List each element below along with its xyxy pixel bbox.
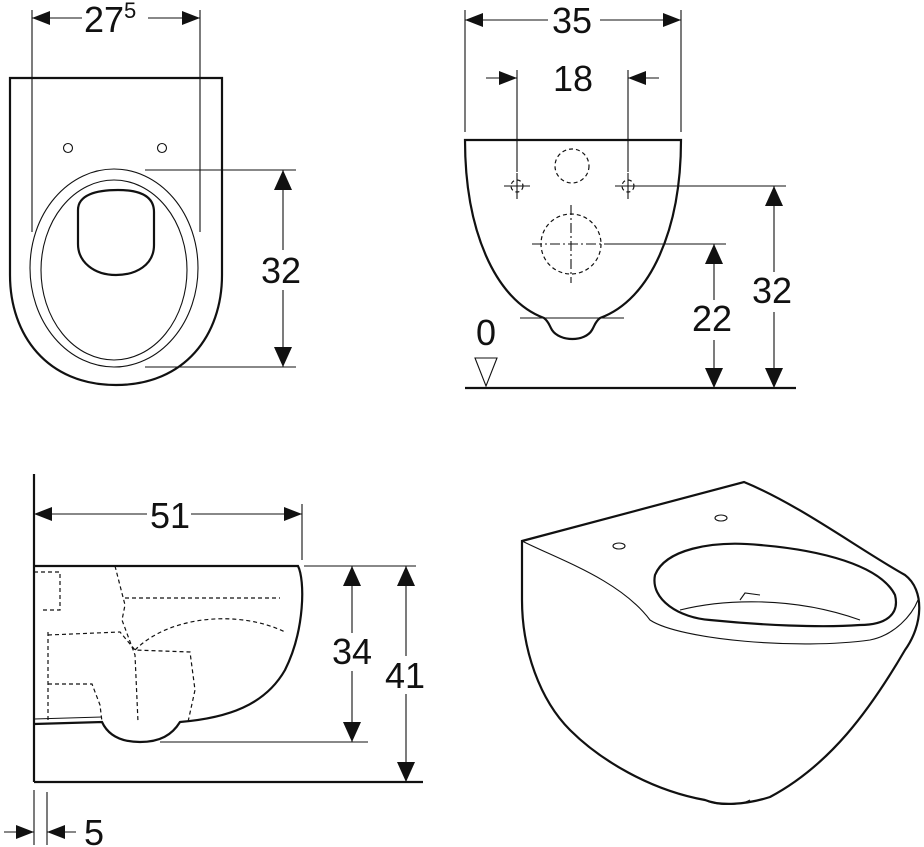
front-view: 35 18 0 22 32 (463, 0, 800, 390)
front-view-bolt-spacing-label: 18 (553, 58, 593, 99)
top-view-width-label: 27 (84, 0, 124, 40)
perspective-view (520, 480, 921, 806)
side-view-bowl-outline (33, 564, 304, 744)
level-zero-marker (474, 357, 498, 388)
top-view-rim-inner (40, 179, 188, 361)
bolt-marker-left (504, 173, 530, 199)
top-view-width-superscript: 5 (124, 0, 136, 23)
front-view-outlet-height-label: 22 (692, 298, 732, 339)
top-view-rim-outer (29, 168, 199, 368)
perspective-fixing-hole-right (714, 514, 728, 522)
front-view-bowl-outline (463, 138, 683, 341)
side-view-wall-gap-label: 5 (84, 812, 104, 847)
side-view-internal-dashed (34, 565, 286, 723)
top-view: 27 5 32 (8, 0, 308, 387)
top-view-bowl-opening (76, 188, 156, 277)
front-view-bolt-height-label: 32 (752, 270, 792, 311)
side-view-total-height-label: 41 (385, 655, 425, 696)
perspective-bowl-outline (520, 480, 921, 805)
side-view-length-label: 51 (150, 495, 190, 536)
bolt-marker-right (615, 173, 641, 199)
level-zero-label: 0 (476, 312, 496, 353)
front-view-inlet-dashed (554, 148, 590, 184)
front-view-width-label: 35 (552, 0, 592, 41)
fixing-hole-right (156, 142, 168, 154)
top-view-depth-label: 32 (261, 250, 301, 291)
fixing-hole-left (62, 142, 74, 154)
perspective-fixing-hole-left (612, 542, 626, 550)
side-view-seat-height-label: 34 (332, 631, 372, 672)
perspective-rim-opening (653, 542, 898, 628)
side-view: 51 34 41 5 (4, 474, 430, 847)
top-view-bowl-outline (8, 76, 224, 387)
